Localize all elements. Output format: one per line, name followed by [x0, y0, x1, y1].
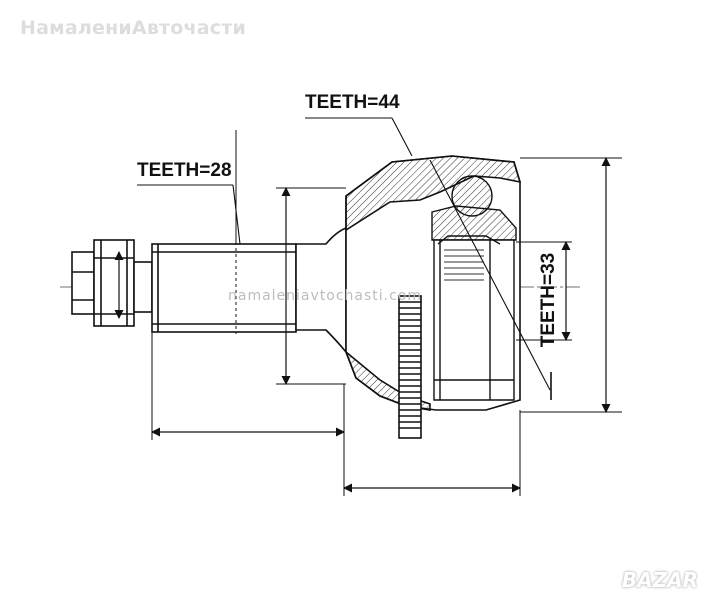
nut-end — [71, 239, 135, 327]
teeth-44-label: TEETH=44 — [305, 92, 400, 113]
dimension-lines — [151, 157, 611, 493]
shaft-neck — [133, 261, 153, 313]
leaders — [137, 117, 551, 391]
bazar-logo: BAZAR — [621, 568, 698, 592]
teeth-33-label: TEETH=33 — [538, 252, 559, 348]
url-watermark: namaleniavtochasti.com — [228, 288, 423, 304]
top-watermark: НамалениАвточасти — [20, 17, 246, 39]
splined-shaft — [151, 243, 297, 333]
teeth-28-label: TEETH=28 — [137, 160, 232, 181]
abs-ring — [398, 295, 422, 439]
